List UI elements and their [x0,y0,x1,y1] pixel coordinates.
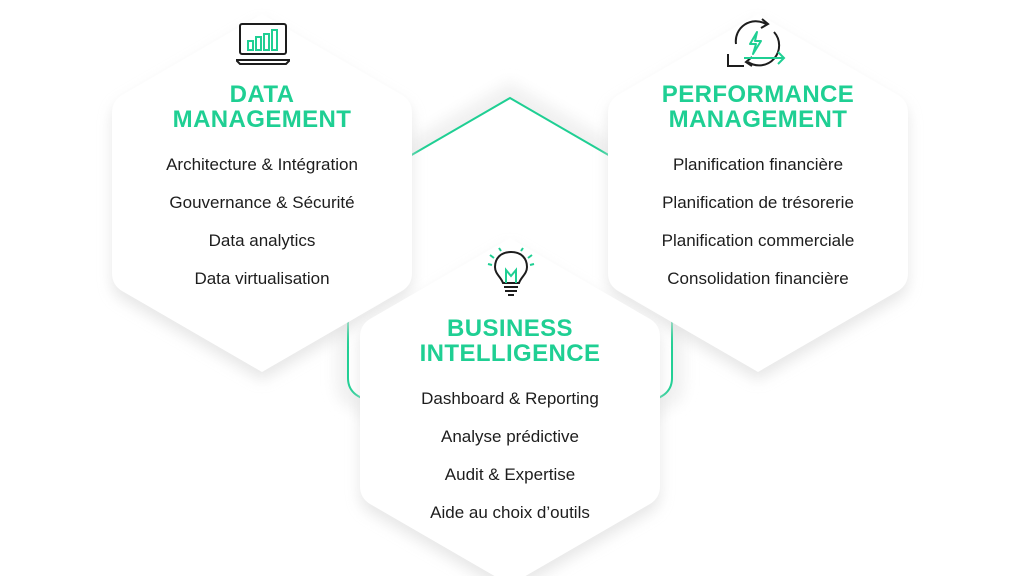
list-item: Data virtualisation [194,269,330,288]
performance-management-card: PERFORMANCE MANAGEMENT Planification fin… [608,82,908,298]
title-line: PERFORMANCE [661,81,855,108]
data-management-card: DATA MANAGEMENT Architecture & Intégrati… [112,82,412,298]
list-item: Analyse prédictive [441,427,579,446]
title-line: DATA [229,81,295,108]
list-item: Dashboard & Reporting [421,389,599,408]
title-line: MANAGEMENT [172,106,352,133]
list-item: Architecture & Intégration [166,155,358,174]
data-management-title: DATA MANAGEMENT [112,82,412,132]
title-line: INTELLIGENCE [419,340,601,367]
list-item: Data analytics [208,231,316,250]
list-item: Planification de trésorerie [662,193,854,212]
cycle-energy-icon [727,18,786,67]
left-hexagon [112,14,412,372]
list-item: Consolidation financière [667,269,849,288]
laptop-chart-icon [236,23,290,65]
right-hexagon [608,14,908,372]
title-line: MANAGEMENT [668,106,848,133]
list-item: Aide au choix d’outils [430,503,590,522]
business-intelligence-title: BUSINESS INTELLIGENCE [360,316,660,366]
title-line: BUSINESS [447,315,573,342]
data-management-list: Architecture & Intégration Gouvernance &… [112,146,412,298]
lightbulb-icon [487,247,535,296]
list-item: Gouvernance & Sécurité [169,193,355,212]
bottom-hexagon [360,238,660,576]
performance-management-list: Planification financière Planification d… [608,146,908,298]
list-item: Planification commerciale [661,231,855,250]
business-intelligence-card: BUSINESS INTELLIGENCE Dashboard & Report… [360,316,660,532]
performance-management-title: PERFORMANCE MANAGEMENT [608,82,908,132]
business-intelligence-list: Dashboard & Reporting Analyse prédictive… [360,380,660,532]
list-item: Planification financière [672,155,844,174]
list-item: Audit & Expertise [444,465,576,484]
